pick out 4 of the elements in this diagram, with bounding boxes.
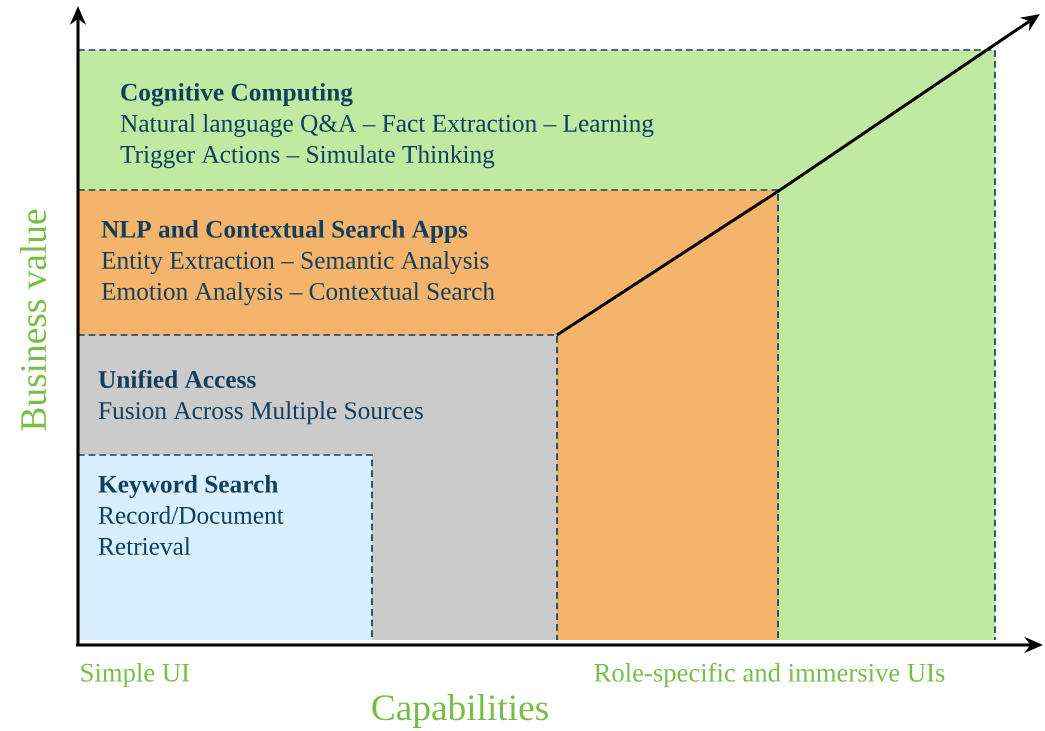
axis-title: Capabilities <box>372 694 548 728</box>
axis-end-label: Role-specific and immersive UIs <box>594 662 945 688</box>
axis-title: Business value <box>19 209 47 431</box>
region-band: Keyword Search Record/Document Retrieval <box>77 454 373 641</box>
